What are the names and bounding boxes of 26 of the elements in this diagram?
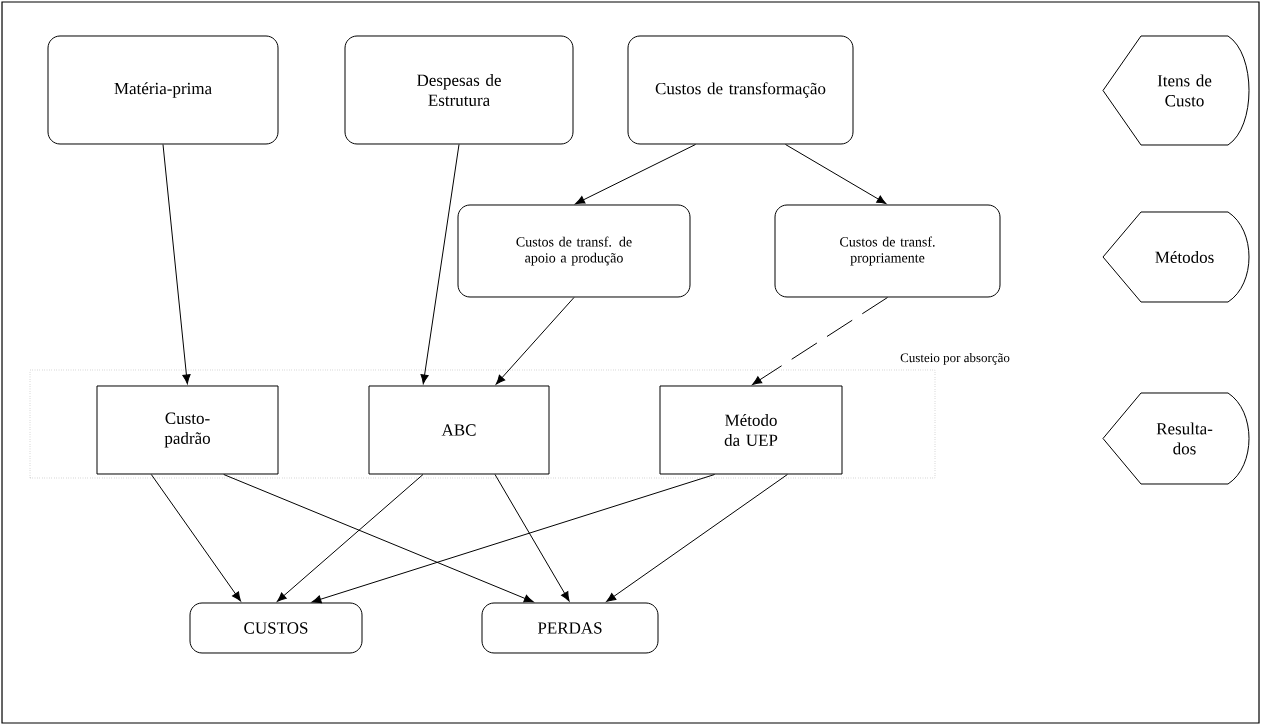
process-box: PERDAS — [481, 602, 659, 654]
arrow — [311, 474, 716, 604]
process-box: Custos de transf. propriamente — [774, 204, 1001, 298]
process-box: Custos de transformação — [627, 35, 854, 145]
level-tag: Métodos — [1102, 211, 1250, 303]
arrow — [223, 474, 534, 603]
arrow — [276, 474, 424, 602]
group-heading: Custeio por absorção — [900, 353, 1010, 365]
arrow — [606, 474, 788, 602]
arrow — [494, 474, 570, 602]
method-box: Custo-padrão — [96, 385, 279, 475]
method-box: Método da UEP — [659, 385, 843, 475]
arrow — [752, 297, 888, 385]
level-tag: Resulta-dos — [1102, 392, 1250, 485]
process-box: Matéria-prima — [47, 35, 279, 145]
arrow — [420, 144, 460, 385]
arrow — [575, 144, 696, 205]
process-box: Despesas de Estrutura — [344, 35, 574, 145]
arrow — [495, 297, 575, 385]
arrow — [150, 474, 241, 602]
process-box: Custos de transf. de apoio a produção — [457, 204, 691, 298]
arrow — [162, 144, 191, 385]
arrow — [785, 144, 887, 205]
process-box: CUSTOS — [189, 602, 363, 654]
level-tag: Itens de Custo — [1102, 35, 1250, 146]
method-box: ABC — [368, 385, 550, 475]
